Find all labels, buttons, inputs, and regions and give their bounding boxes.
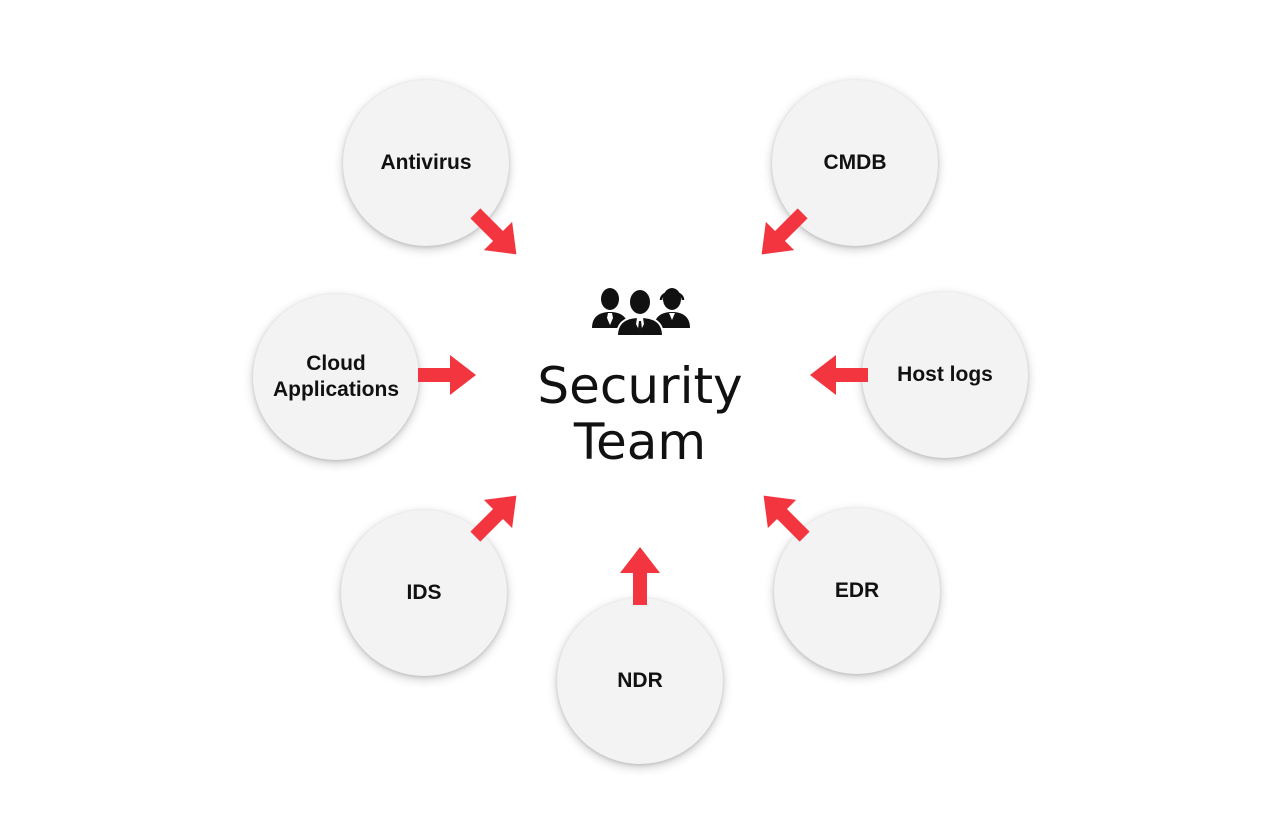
center-title: Security Team (537, 357, 743, 471)
arrow-host-logs (810, 355, 868, 395)
node-label-ids: IDS (406, 581, 442, 604)
arrow-ndr (620, 547, 660, 605)
node-host-logs: Host logs (862, 292, 1028, 458)
node-ndr: NDR (557, 598, 723, 764)
node-antivirus: Antivirus (343, 80, 509, 246)
node-label-host-logs: Host logs (897, 363, 993, 386)
node-label-cmdb: CMDB (823, 151, 887, 174)
arrow-ids (470, 495, 517, 542)
arrow-cloud-applications (418, 355, 476, 395)
node-cloud-applications: Cloud Applications (253, 294, 419, 460)
arrow-edr (763, 495, 810, 542)
node-label-ndr: NDR (617, 669, 663, 692)
arrow-antivirus (470, 208, 517, 255)
node-edr: EDR (774, 508, 940, 674)
node-label-cloud-applications: Cloud Applications (272, 352, 399, 401)
team-icon (592, 288, 690, 336)
node-label-antivirus: Antivirus (380, 151, 472, 174)
node-label-edr: EDR (834, 579, 880, 602)
arrow-cmdb (761, 208, 808, 255)
